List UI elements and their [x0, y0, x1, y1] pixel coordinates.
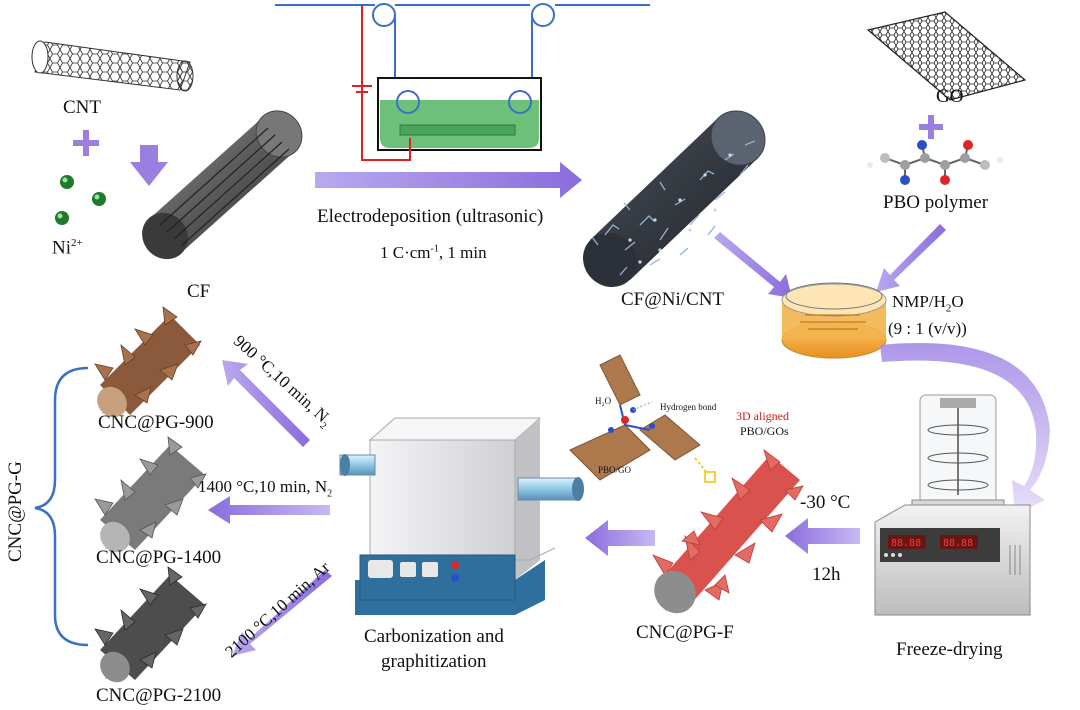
- pbo-polymer-label: PBO polymer: [883, 192, 989, 213]
- pg2100-label: CNC@PG-2100: [96, 685, 222, 706]
- pbo-go-inset-icon: [569, 354, 701, 481]
- pg1400-label: CNC@PG-1400: [96, 547, 222, 568]
- go-label: GO: [936, 86, 964, 107]
- curved-arrow-icon: [880, 343, 1050, 515]
- solvent-main: NMP/H: [892, 292, 946, 311]
- pg900-label: CNC@PG-900: [98, 412, 214, 433]
- condition-tail: , 1 min: [438, 243, 487, 262]
- arrow-to-pg2100-icon: [232, 570, 332, 656]
- carbonization-label-2: graphitization: [381, 651, 487, 672]
- cf-ni-cnt-label: CF@Ni/CNT: [621, 289, 725, 310]
- ni-label-text: Ni: [52, 237, 71, 259]
- condition-1400-label: 1400 °C,10 min, N2: [198, 478, 332, 499]
- svg-text:88.88: 88.88: [943, 538, 973, 549]
- aligned-label-1: 3D aligned: [736, 409, 789, 423]
- arrow-freeze-to-pgf-icon: [785, 518, 860, 554]
- arrow-pgf-to-furnace-icon: [585, 520, 655, 556]
- svg-text:88.88: 88.88: [891, 538, 921, 549]
- cond-1400-text: 1400 °C,10 min, N: [198, 477, 328, 496]
- graphene-oxide-sheet-icon: [866, 11, 1027, 101]
- plus-icon-2: [919, 115, 943, 139]
- condition-sup: -1: [430, 243, 439, 255]
- electrodeposition-condition: 1 C·cm-1, 1 min: [380, 244, 487, 261]
- freeze-drying-label: Freeze-drying: [896, 639, 1003, 660]
- electrodeposition-arrow-icon: [315, 162, 582, 198]
- cf-label: CF: [187, 281, 211, 302]
- group-label: CNC@PG-G: [5, 461, 26, 562]
- solvent-label: NMP/H2O: [892, 293, 964, 314]
- pbo-go-label: PBO/GO: [598, 465, 632, 475]
- group-bracket-icon: [34, 366, 89, 647]
- tube-furnace-icon: [339, 417, 584, 615]
- freeze-time-label: 12h: [812, 564, 841, 585]
- ni-superscript: 2+: [71, 237, 83, 249]
- freeze-temp-label: -30 °C: [800, 492, 851, 513]
- petri-dish-icon: [781, 282, 887, 359]
- electrodeposition-setup-icon: [275, 3, 650, 161]
- solvent-sub: 2: [945, 302, 952, 315]
- carbon-fiber-cylinder-icon: [142, 110, 303, 260]
- carbonization-label-1: Carbonization and: [364, 626, 504, 647]
- cnc-pg-2100-fiber-icon: [94, 566, 207, 683]
- arrow-to-dish-right-icon: [876, 224, 946, 292]
- electrodeposition-label: Electrodeposition (ultrasonic): [317, 206, 544, 227]
- h2o-label: H₂O: [595, 396, 612, 406]
- cnc-pg-f-label: CNC@PG-F: [636, 622, 734, 643]
- aligned-label-2: PBO/GOs: [740, 424, 789, 438]
- solvent-tail: O: [951, 292, 964, 311]
- cnt-label: CNT: [63, 97, 101, 118]
- cond-1400-sub: 2: [327, 488, 333, 500]
- cnc-pg-1400-fiber-icon: [94, 436, 207, 553]
- pbo-molecule-icon: [867, 140, 1003, 185]
- freeze-dryer-icon: 88.88 88.88: [874, 394, 1031, 616]
- cnt-nanotube-icon: [31, 40, 194, 92]
- nickel-ion-spheres-icon: [55, 175, 106, 225]
- arrow-to-pg900-icon: [222, 360, 310, 447]
- hydrogen-bond-label: Hydrogen bond: [660, 402, 717, 412]
- arrow-to-dish-left-icon: [714, 232, 792, 298]
- cf-ni-cnt-fiber-icon: [583, 110, 766, 288]
- condition-main: 1 C·cm: [380, 243, 431, 262]
- arrow-to-pg1400-icon: [208, 496, 330, 524]
- solvent-ratio-label: (9 : 1 (v/v)): [888, 319, 967, 338]
- cnc-pg-f-fiber-icon: [652, 448, 804, 614]
- cnc-pg-900-fiber-icon: [94, 306, 202, 418]
- down-arrow-icon: [130, 145, 168, 186]
- plus-icon: [73, 130, 99, 156]
- ni-label: Ni2+: [52, 237, 83, 259]
